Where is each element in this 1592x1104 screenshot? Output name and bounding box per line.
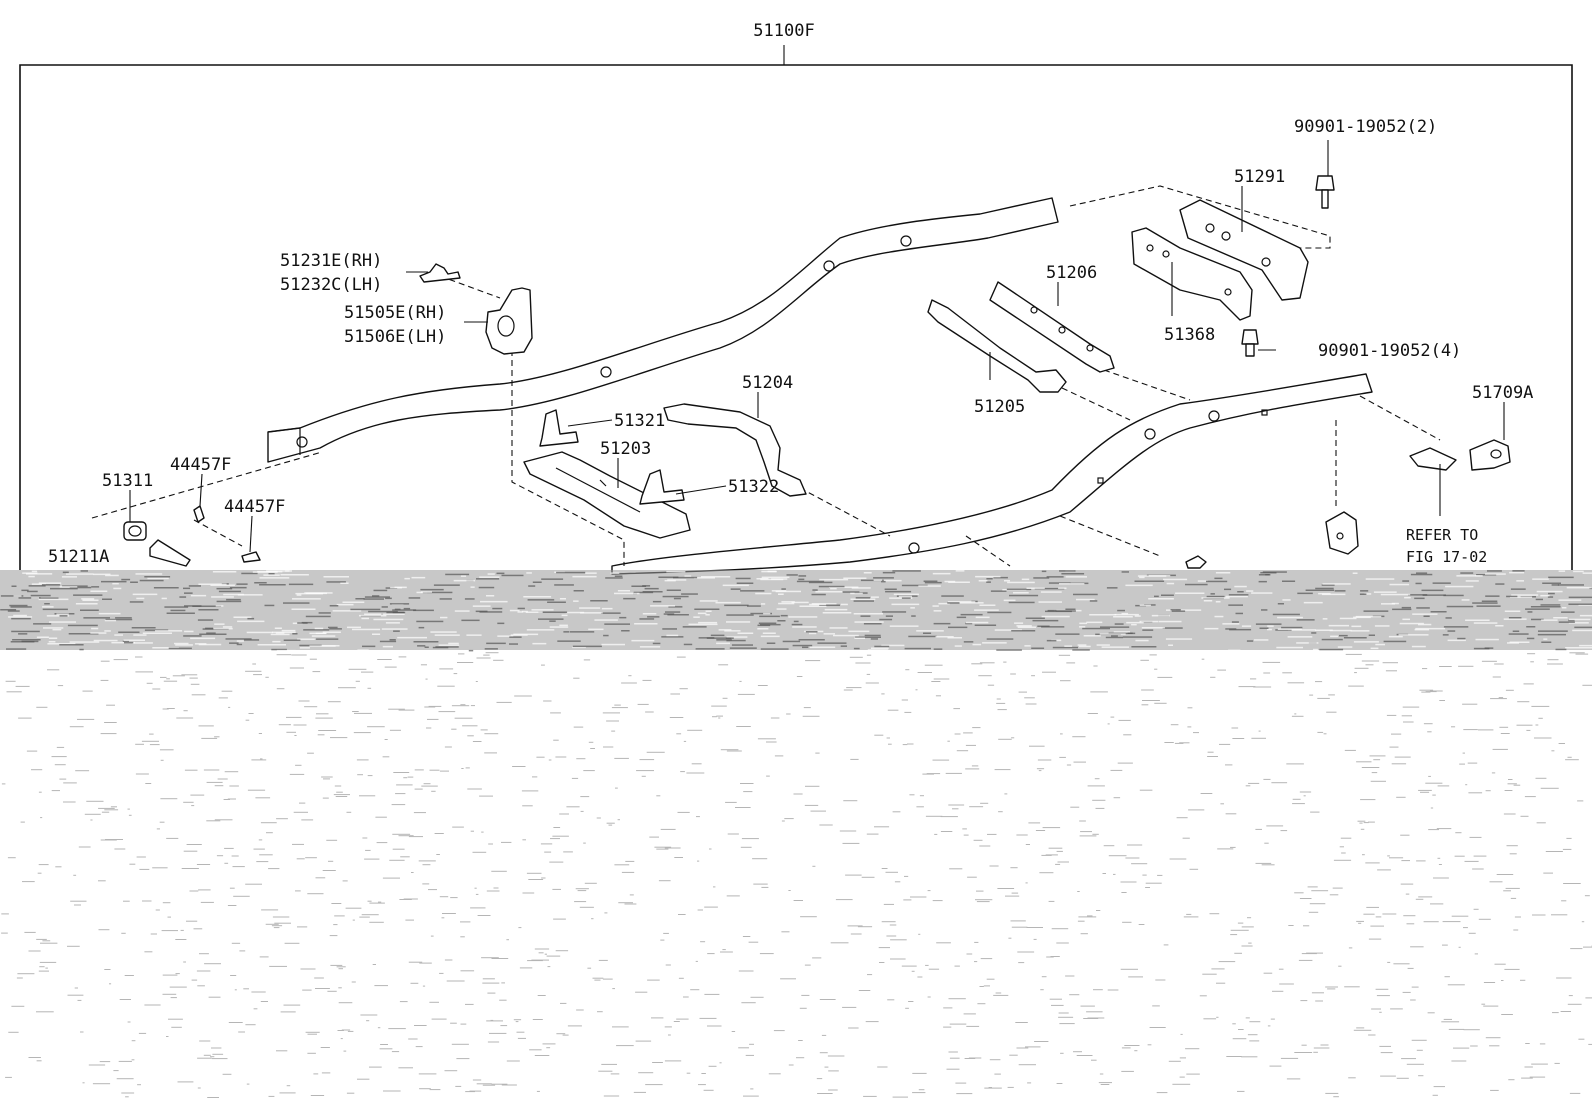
dash-line — [1360, 396, 1440, 440]
clip-44457f-a — [194, 506, 204, 522]
bolt-icon — [1316, 176, 1334, 208]
bracket-51321 — [540, 410, 578, 446]
dash-line — [194, 520, 242, 546]
label-51505e: 51505E(RH) — [344, 303, 446, 323]
bracket-51709a — [1470, 440, 1510, 470]
bracket-51322 — [640, 470, 684, 504]
assembly-label: 51100F — [753, 21, 814, 41]
dash-line — [800, 488, 890, 536]
leader-line — [200, 474, 202, 506]
label-51232c: 51232C(LH) — [280, 275, 382, 295]
label-51321: 51321 — [614, 411, 665, 431]
label-51205: 51205 — [974, 397, 1025, 417]
label-44457f-b: 44457F — [224, 497, 285, 517]
dash-line — [1062, 388, 1130, 420]
clip-44457f-b — [242, 552, 260, 562]
label-51211a: 51211A — [48, 547, 109, 567]
label-44457f-a: 44457F — [170, 455, 231, 475]
label-51368: 51368 — [1164, 325, 1215, 345]
leader-line — [250, 516, 252, 552]
label-51203: 51203 — [600, 439, 651, 459]
leader-line — [676, 486, 726, 494]
label-51506e: 51506E(LH) — [344, 327, 446, 347]
label-51291: 51291 — [1234, 167, 1285, 187]
tube-51211a — [150, 540, 190, 566]
label-51311: 51311 — [102, 471, 153, 491]
dash-line — [1104, 370, 1190, 400]
dash-line — [1060, 516, 1160, 556]
bolt-icon — [1242, 330, 1258, 356]
clip-part — [1186, 556, 1206, 568]
label-refer-line1: REFER TO — [1406, 526, 1478, 544]
label-51206: 51206 — [1046, 263, 1097, 283]
label-51231e: 51231E(RH) — [280, 251, 382, 271]
label-bolt-mid: 90901-19052(4) — [1318, 341, 1461, 361]
label-51204: 51204 — [742, 373, 793, 393]
leader-line — [568, 420, 612, 426]
bracket-51231e — [420, 264, 460, 282]
label-51709a: 51709A — [1472, 383, 1533, 403]
bracket-51505e — [486, 288, 532, 354]
label-51322: 51322 — [728, 477, 779, 497]
cap-51311 — [124, 522, 146, 540]
bracket-refer-fig — [1410, 448, 1456, 470]
label-bolt-top: 90901-19052(2) — [1294, 117, 1437, 137]
hanger-bracket — [1326, 512, 1358, 554]
label-refer-line2: FIG 17-02 — [1406, 548, 1487, 566]
